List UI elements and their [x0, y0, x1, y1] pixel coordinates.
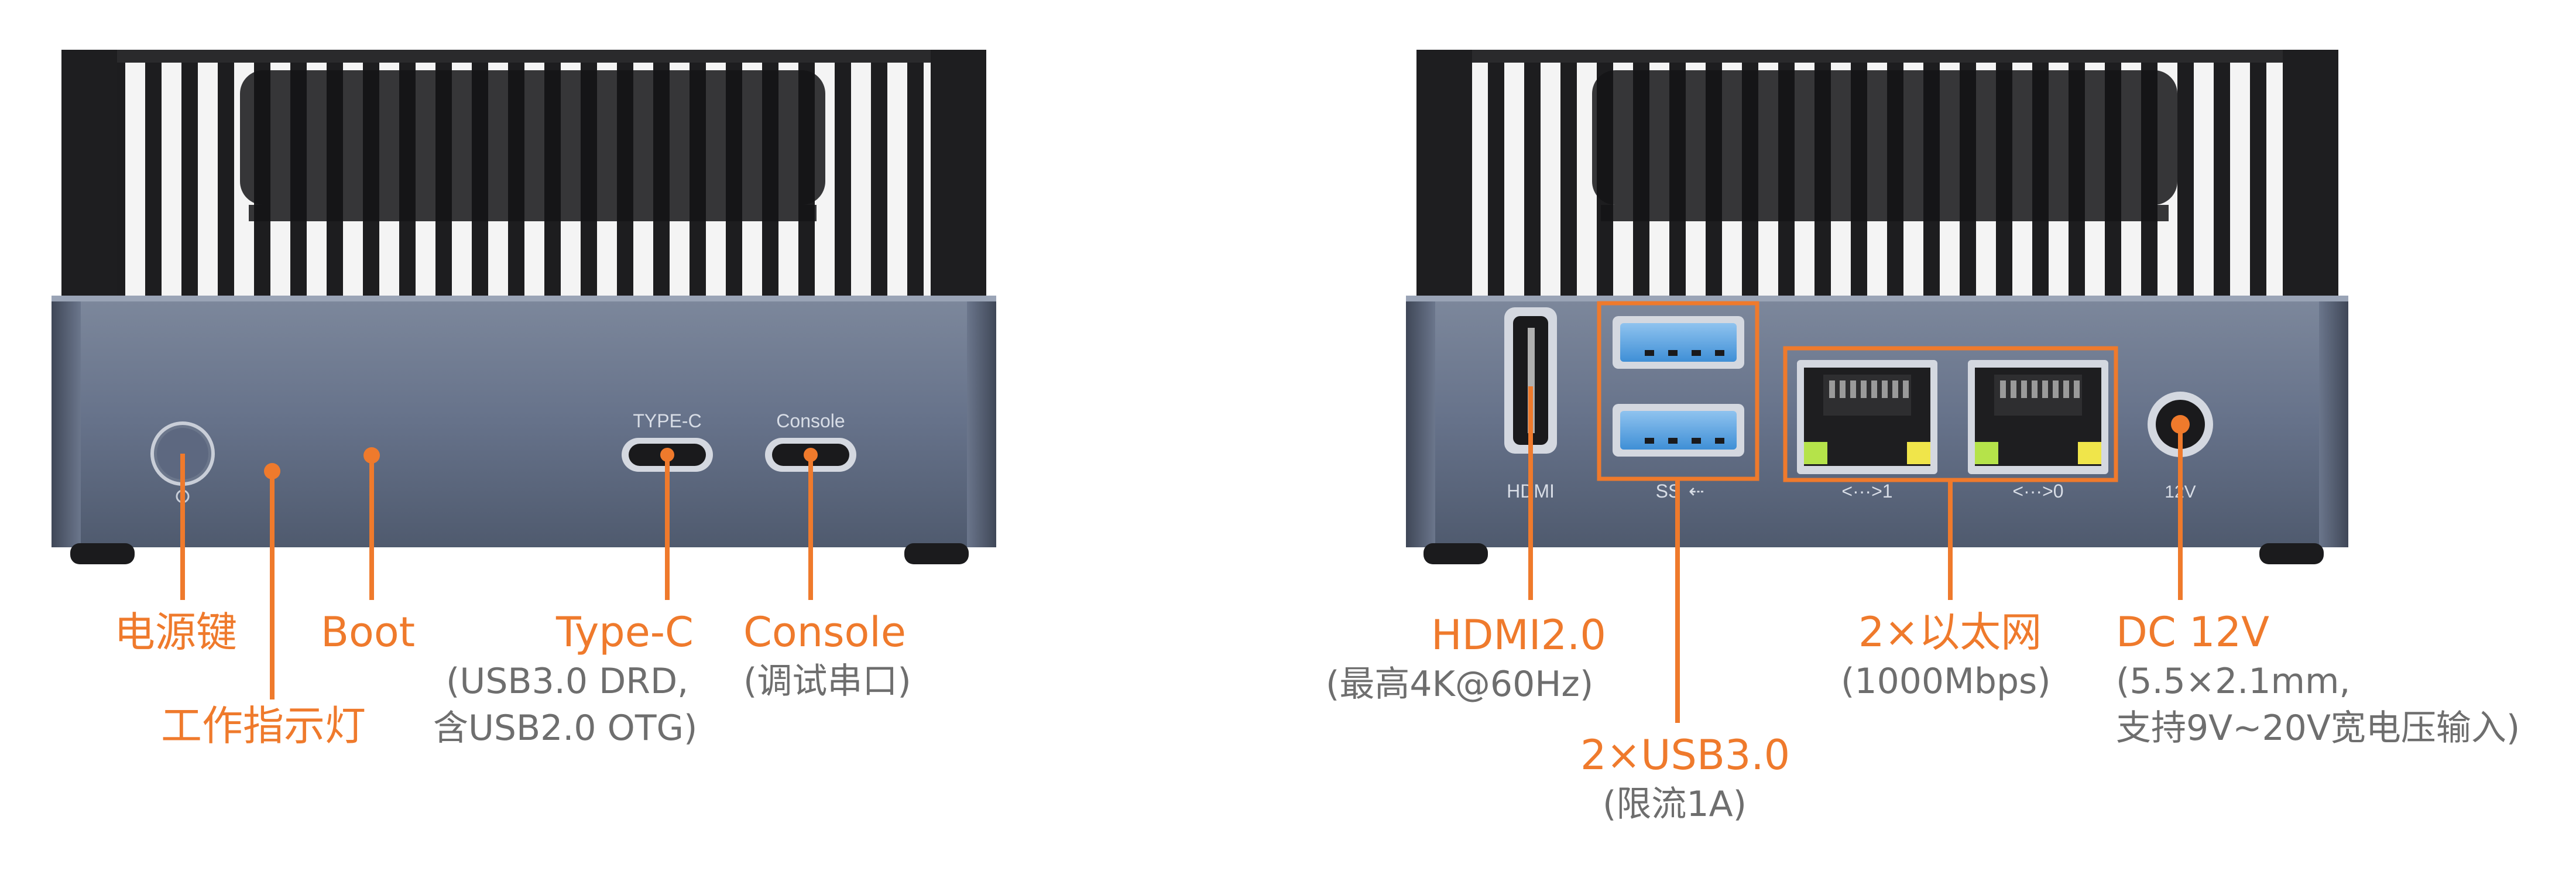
lan-callout-sub1: (1000Mbps)	[1841, 661, 2051, 702]
front-device: ⁝ TYPE-C Console	[52, 50, 996, 699]
dc-callout-title: DC 12V	[2116, 608, 2269, 656]
usb-symbol-icon: ⇠	[1689, 480, 1704, 502]
rear-foot-right	[2259, 543, 2324, 564]
lan1-print: <···>1	[1841, 481, 1892, 502]
boot-callout-title: Boot	[321, 608, 416, 656]
type-c-callout-sub2: 含USB2.0 OTG)	[433, 708, 698, 749]
rear-foot-left	[1424, 543, 1488, 564]
power-callout-title: 电源键	[114, 608, 237, 656]
console-print: Console	[776, 410, 845, 431]
lan-port-0	[1968, 360, 2108, 474]
lan-callout-title: 2×以太网	[1858, 608, 2042, 656]
dc-callout-sub2: 支持9V~20V宽电压输入)	[2116, 708, 2520, 749]
rear-leader-lines	[1528, 386, 2183, 723]
front-leader-lines	[180, 454, 813, 699]
indicator-callout-title: 工作指示灯	[161, 702, 366, 750]
type-c-print: TYPE-C	[633, 410, 701, 431]
rear-device: HDMI SS ⇠	[1406, 50, 2348, 723]
hdmi-callout-sub1: (最高4K@60Hz)	[1326, 664, 1594, 705]
dc-callout-sub1: (5.5×2.1mm,	[2116, 661, 2351, 702]
rear-fan	[1592, 70, 2177, 205]
front-fan	[240, 70, 825, 205]
front-foot-right	[904, 543, 969, 564]
usb-callout-sub1: (限流1A)	[1603, 784, 1747, 825]
front-chassis	[52, 296, 996, 547]
lan-port-1	[1797, 360, 1937, 474]
console-callout-sub1: (调试串口)	[743, 661, 911, 702]
console-callout-title: Console	[743, 608, 906, 656]
front-foot-left	[70, 543, 135, 564]
usb-callout-title: 2×USB3.0	[1580, 731, 1790, 779]
lan0-print: <···>0	[2012, 481, 2063, 502]
type-c-callout-sub1: (USB3.0 DRD,	[446, 661, 689, 702]
hdmi-callout-title: HDMI2.0	[1431, 611, 1606, 659]
type-c-callout-title: Type-C	[556, 608, 694, 656]
